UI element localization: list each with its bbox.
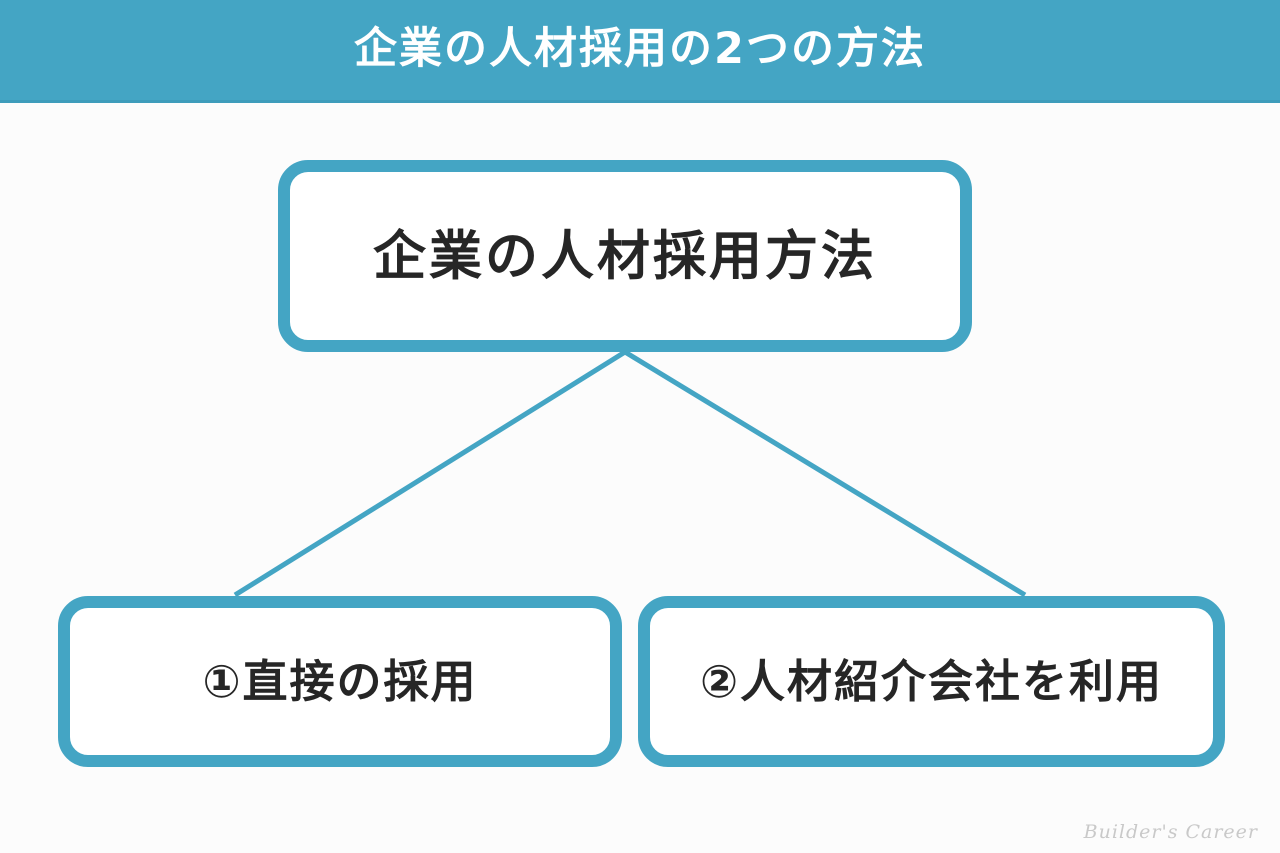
header-band: 企業の人材採用の2つの方法 — [0, 0, 1280, 103]
node-option-agency[interactable]: ②人材紹介会社を利用 — [638, 596, 1225, 767]
node-option-direct-hire[interactable]: ①直接の採用 — [58, 596, 622, 767]
page-title: 企業の人材採用の2つの方法 — [354, 23, 926, 74]
watermark: Builder's Career — [1083, 821, 1258, 843]
connector-root-to-option-2 — [623, 349, 1027, 598]
connector-root-to-option-1 — [233, 349, 627, 598]
node-option-2-label: ②人材紹介会社を利用 — [699, 655, 1164, 708]
node-root-label: 企業の人材採用方法 — [373, 225, 877, 287]
node-option-1-label: ①直接の採用 — [202, 655, 478, 708]
node-root-method[interactable]: 企業の人材採用方法 — [278, 160, 972, 352]
